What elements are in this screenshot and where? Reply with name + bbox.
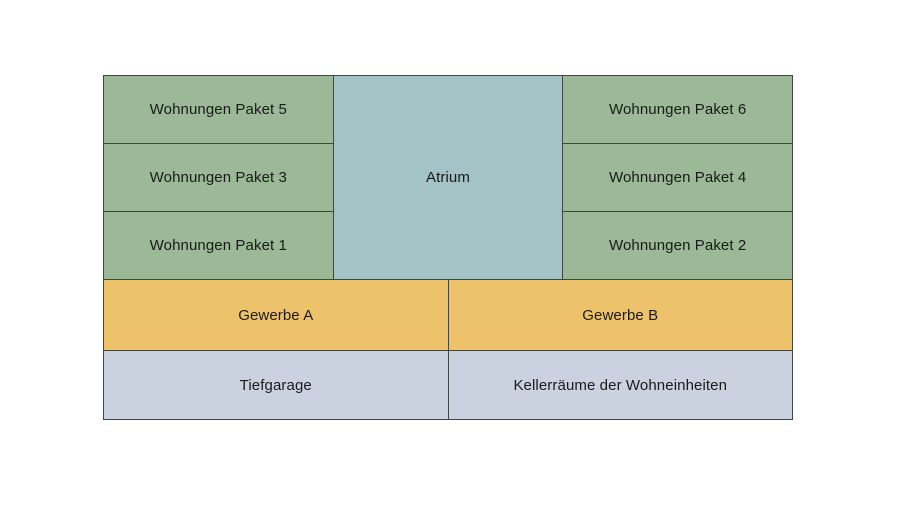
building-structure-diagram: Wohnungen Paket 5 Atrium Wohnungen Paket… (103, 75, 793, 420)
block-label: Wohnungen Paket 3 (149, 169, 287, 186)
block-label: Atrium (426, 169, 470, 186)
block-label: Kellerräume der Wohneinheiten (513, 376, 728, 394)
block-wohnungen-paket-1: Wohnungen Paket 1 (104, 212, 333, 279)
block-atrium: Atrium (333, 76, 563, 279)
block-tiefgarage: Tiefgarage (104, 351, 448, 419)
block-label: Gewerbe B (582, 306, 659, 324)
block-wohnungen-paket-3: Wohnungen Paket 3 (104, 144, 333, 211)
block-wohnungen-paket-4: Wohnungen Paket 4 (563, 144, 792, 211)
block-label: Wohnungen Paket 4 (608, 169, 747, 186)
block-label: Gewerbe A (238, 306, 314, 324)
block-label: Wohnungen Paket 6 (608, 101, 747, 118)
block-label: Tiefgarage (239, 376, 312, 394)
block-wohnungen-paket-2: Wohnungen Paket 2 (563, 212, 792, 279)
block-label: Wohnungen Paket 2 (608, 237, 747, 254)
block-gewerbe-a: Gewerbe A (104, 280, 448, 350)
block-label: Wohnungen Paket 5 (149, 101, 287, 118)
block-wohnungen-paket-6: Wohnungen Paket 6 (563, 76, 792, 143)
block-wohnungen-paket-5: Wohnungen Paket 5 (104, 76, 333, 143)
block-label: Wohnungen Paket 1 (149, 237, 287, 254)
block-gewerbe-b: Gewerbe B (448, 280, 792, 350)
block-kellerraeume: Kellerräume der Wohneinheiten (448, 351, 792, 419)
